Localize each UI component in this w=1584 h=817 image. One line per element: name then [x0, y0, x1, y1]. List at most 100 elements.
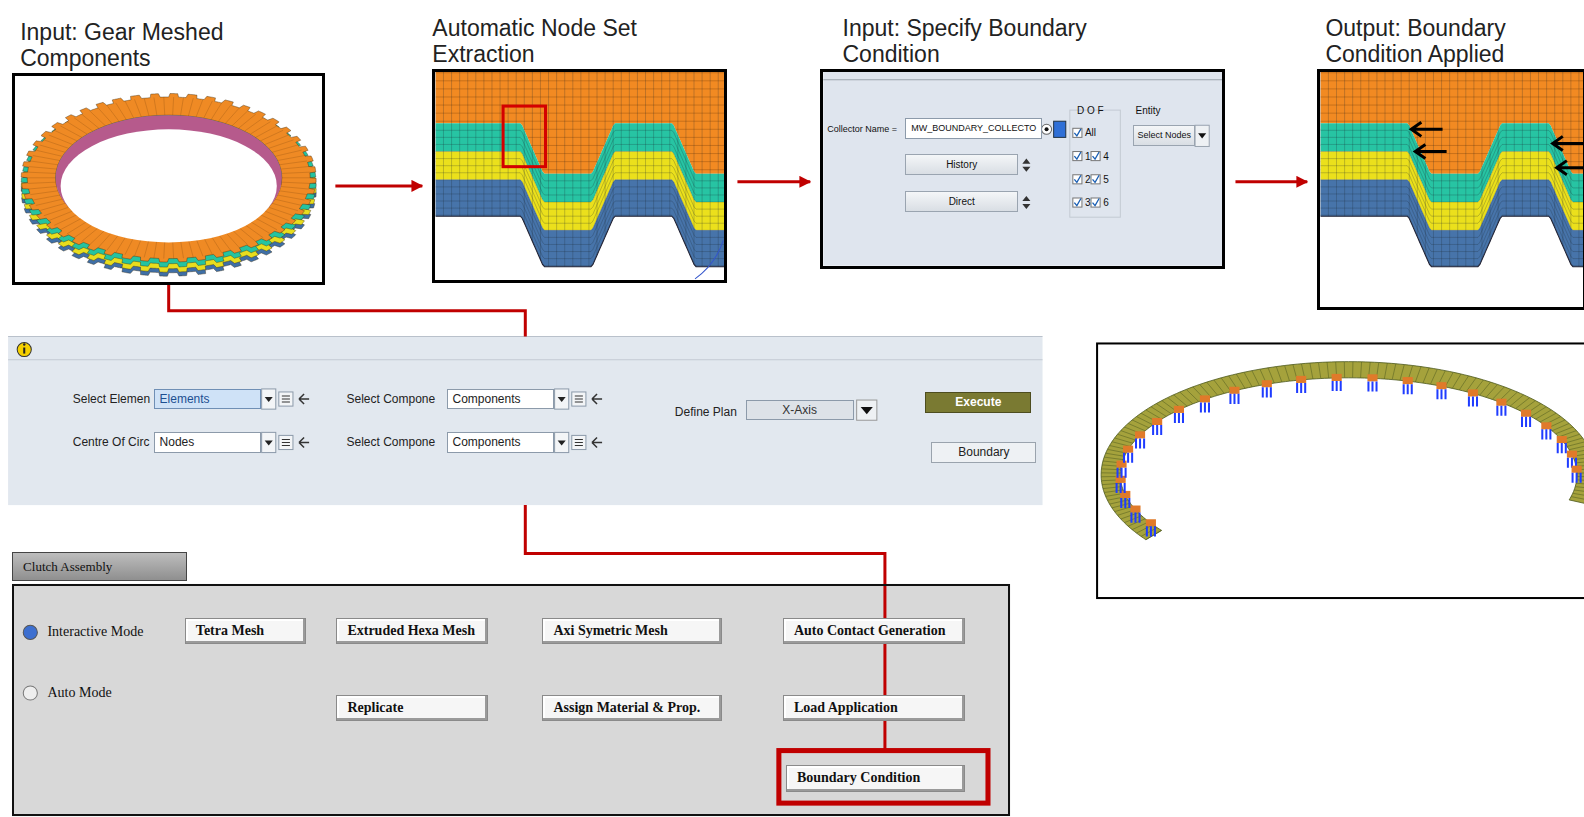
mesh-line — [435, 96, 724, 97]
constraint-symbol — [1296, 383, 1298, 393]
text-field: MW_BOUNDARY_COLLECTO — [905, 118, 1042, 139]
mesh-line — [98, 108, 112, 124]
mesh-line — [244, 118, 263, 132]
mesh-line — [282, 177, 310, 178]
mesh-line — [225, 108, 239, 124]
constraint-symbol — [1160, 425, 1162, 435]
constraint-marker — [1152, 418, 1162, 425]
mesh-line — [1344, 362, 1345, 378]
mesh-line — [1236, 374, 1245, 388]
mesh-line — [60, 126, 82, 138]
mesh-line — [1554, 72, 1555, 228]
mesh-line — [98, 232, 112, 248]
mesh-line — [1310, 363, 1313, 379]
constraint-symbol — [1567, 458, 1569, 468]
button-label: Tetra Mesh — [196, 623, 264, 639]
mesh-line — [30, 191, 58, 195]
mesh-line — [181, 97, 184, 115]
tool-button: Load Application — [783, 695, 965, 721]
list-icon-lines — [575, 396, 583, 402]
info-icon-dot — [23, 343, 25, 345]
mesh-line — [30, 161, 58, 165]
mesh-line — [163, 97, 165, 115]
dialog-divider — [823, 79, 1222, 80]
mesh-line — [250, 221, 270, 234]
dialog-button: Direct — [905, 191, 1018, 212]
mesh-line — [1320, 187, 1584, 238]
mesh-line — [82, 227, 99, 241]
constraint-symbol — [1123, 453, 1125, 463]
mesh-line — [134, 99, 141, 117]
mesh-line — [1285, 366, 1290, 382]
radio-dot — [1045, 127, 1049, 131]
mesh-line — [1521, 401, 1535, 412]
mesh-line — [49, 211, 73, 221]
gear-teeth — [435, 72, 724, 267]
constraint-symbol — [1496, 406, 1498, 416]
force-arrow — [1411, 122, 1442, 136]
mesh-line — [435, 105, 724, 106]
constraint-symbol — [1139, 438, 1141, 448]
mesh-line — [524, 72, 525, 223]
dialog-panel — [8, 336, 1042, 505]
dropdown-value: X-Axis — [746, 400, 854, 420]
dropdown-button — [1195, 125, 1209, 146]
gear-ring-layer — [21, 94, 316, 263]
mesh-line — [282, 182, 310, 183]
checkbox-label: 2 — [1085, 173, 1091, 186]
mesh-line — [1320, 96, 1584, 97]
dropdown-button — [555, 432, 569, 452]
mesh-line — [67, 221, 87, 234]
back-icon — [299, 394, 309, 404]
mesh-line — [204, 237, 213, 254]
mesh-line — [125, 101, 134, 118]
dialog-button: Boundary — [931, 442, 1036, 462]
mesh-line — [443, 72, 444, 216]
constraint-symbol — [1128, 498, 1130, 508]
mesh-line — [36, 199, 63, 205]
mesh-line — [1336, 72, 1337, 216]
constraint-marker — [1123, 446, 1133, 453]
checkbox — [1091, 175, 1100, 184]
mesh-line — [279, 161, 307, 165]
constraint-symbol — [1525, 417, 1527, 427]
constraint-symbol — [1504, 406, 1506, 416]
mesh-line — [1473, 72, 1474, 267]
dropdown-arrow — [861, 407, 873, 414]
list-icon — [279, 392, 293, 406]
highlight-box — [779, 751, 988, 804]
mesh-line — [281, 167, 309, 170]
mesh-line — [1352, 72, 1353, 216]
mesh-line — [232, 230, 248, 245]
mesh-line — [637, 72, 638, 216]
mesh-line — [144, 98, 149, 116]
constraint-marker — [1541, 422, 1551, 429]
tool-button: Boundary Condition — [786, 765, 965, 792]
highlight-box — [503, 106, 545, 167]
selector-field: Components — [447, 432, 554, 452]
mesh-line — [580, 72, 581, 267]
mesh-line — [1352, 362, 1353, 378]
field-label: Define Plan — [675, 404, 737, 420]
constraint-symbol — [1521, 417, 1523, 427]
mesh-line — [491, 72, 492, 216]
mesh-line — [629, 72, 630, 216]
constraint-symbol — [1120, 498, 1122, 508]
panel-tab: Clutch Assembly — [12, 552, 187, 581]
constraint-symbol — [1270, 387, 1272, 397]
checkbox-label: 4 — [1103, 150, 1109, 163]
info-icon-stem — [23, 348, 25, 354]
mesh-line — [272, 145, 298, 152]
mesh-line — [260, 215, 283, 226]
mesh-line — [1490, 72, 1491, 242]
field-label: Select Compone — [346, 434, 435, 450]
mesh-line — [1510, 395, 1524, 406]
mesh-line — [33, 195, 60, 200]
mesh-line — [435, 121, 724, 122]
mesh-line — [116, 103, 127, 120]
mesh-line — [277, 156, 304, 161]
check-mark — [1074, 175, 1081, 182]
mesh-edge — [435, 216, 724, 267]
constraint-marker — [1174, 406, 1184, 413]
